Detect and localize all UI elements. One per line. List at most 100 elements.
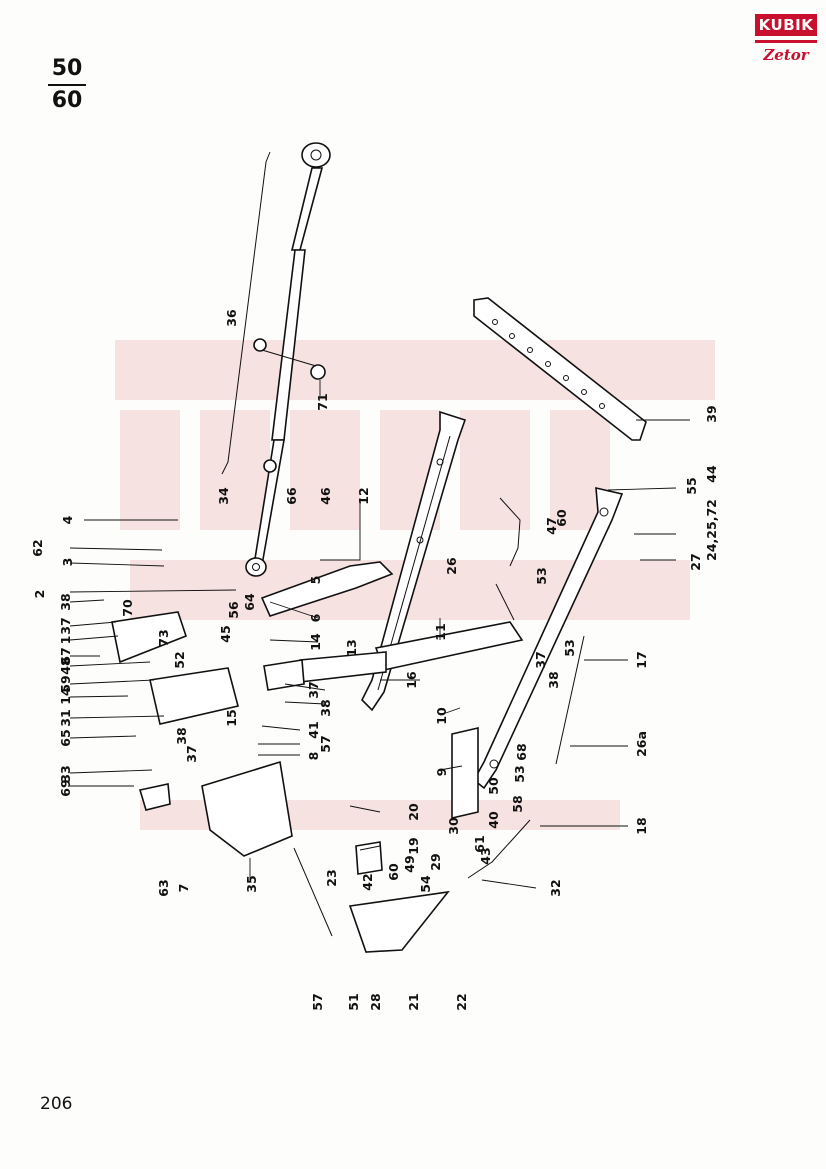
part-label: 35 [244, 875, 259, 892]
part-label: 58 [510, 795, 525, 812]
part-label: 3 [60, 558, 75, 567]
part-label: 37 [184, 745, 199, 762]
part-label: 53 [534, 567, 549, 584]
part-label: 23 [324, 869, 339, 886]
drawbar [473, 297, 647, 441]
part-label: 59 [58, 675, 73, 692]
part-label: 65 [58, 729, 73, 746]
page-number: 206 [40, 1094, 73, 1114]
part-label: 63 [156, 879, 171, 896]
part-label: 27 [688, 553, 703, 570]
logo-sub: Zetor [755, 40, 817, 69]
model-denominator: 60 [51, 88, 83, 113]
part-label: 55 [684, 477, 699, 494]
part-label: 60 [386, 863, 401, 881]
part-label: 14 [308, 633, 323, 651]
fraction-bar [48, 84, 86, 86]
part-label: 33 [58, 765, 73, 782]
lift-rod-upper [260, 561, 394, 617]
part-label: 50 [486, 777, 501, 795]
part-label: 71 [315, 393, 330, 410]
part-label: 62 [30, 539, 45, 556]
part-label: 57 [310, 993, 325, 1010]
part-label: 10 [434, 707, 449, 725]
pin-26 [495, 583, 515, 621]
model-fraction: 50 60 [46, 58, 88, 112]
part-label: 34 [216, 487, 231, 505]
part-label: 19 [406, 837, 421, 854]
part-label: 42 [360, 873, 375, 890]
part-label: 61 [472, 835, 487, 852]
part-label: 29 [428, 853, 443, 870]
spring-17 [555, 635, 585, 765]
part-label: 45 [218, 625, 233, 642]
part-label: 46 [318, 487, 333, 505]
part-label: 17 [634, 651, 649, 668]
part-label: 66 [284, 487, 299, 505]
part-label: 12 [356, 487, 371, 504]
part-label: 38 [546, 671, 561, 688]
lift-rod-left [263, 621, 524, 691]
part-label: 5 [308, 576, 323, 585]
part-label: 47 [544, 517, 559, 534]
part-label: 24,25,72 [704, 499, 719, 561]
part-label: 7 [176, 884, 191, 893]
check-chain-lower [467, 819, 531, 879]
part-label: 68 [514, 743, 529, 760]
part-label: 52 [172, 651, 187, 668]
leader-lines [69, 380, 690, 889]
part-label: 36 [224, 309, 239, 327]
part-label: 37 [58, 617, 73, 634]
part-label: 53 [512, 765, 527, 782]
kubik-zetor-logo: KUBIK Zetor [755, 14, 817, 68]
part-label: 69 [58, 779, 73, 796]
top-link [245, 142, 331, 577]
part-label: 16 [404, 671, 419, 689]
part-label: 28 [368, 993, 383, 1010]
lower-link-right [472, 486, 624, 790]
part-label: 20 [406, 803, 421, 821]
logo-brand: KUBIK [755, 14, 817, 36]
part-label: 37 [306, 681, 321, 698]
part-label: 43 [478, 847, 493, 864]
part-label: 60 [554, 509, 569, 527]
part-label: 18 [634, 817, 649, 834]
part-label: 9 [434, 768, 449, 777]
part-label: 22 [454, 993, 469, 1010]
part-label: 31 [58, 709, 73, 726]
part-label: 40 [486, 811, 501, 829]
part-label: 64 [242, 593, 257, 611]
part-label: 30 [446, 817, 461, 835]
part-label: 41 [306, 721, 321, 738]
part-label: 32 [548, 879, 563, 896]
part-label: 6 [308, 613, 323, 622]
part-label: 1 [58, 636, 73, 645]
part-label: 38 [318, 699, 333, 716]
pin-35 [293, 847, 333, 937]
part-label: 73 [156, 629, 171, 646]
part-label: 14 [58, 687, 73, 705]
part-label: 48 [58, 657, 73, 674]
part-label: 2 [32, 590, 47, 599]
part-label: 11 [433, 623, 448, 640]
part-label: 8 [306, 752, 321, 761]
assembly-bracket [221, 151, 271, 475]
part-label: 13 [344, 639, 359, 656]
model-numerator: 50 [51, 56, 83, 81]
part-label: 39 [704, 405, 719, 422]
part-label: 38 [174, 727, 189, 744]
part-label: 26a [634, 731, 649, 757]
check-chain-upper [499, 497, 521, 567]
part-label: 38 [58, 593, 73, 610]
part-label: 67 [58, 647, 73, 664]
part-label: 57 [318, 735, 333, 752]
part-label: 26 [444, 557, 459, 575]
part-label: 15 [224, 709, 239, 726]
part-label: 49 [402, 855, 417, 872]
part-label: 37 [533, 651, 548, 668]
part-label: 54 [418, 875, 433, 893]
mount-brackets [111, 611, 479, 953]
part-label: 44 [704, 465, 719, 483]
